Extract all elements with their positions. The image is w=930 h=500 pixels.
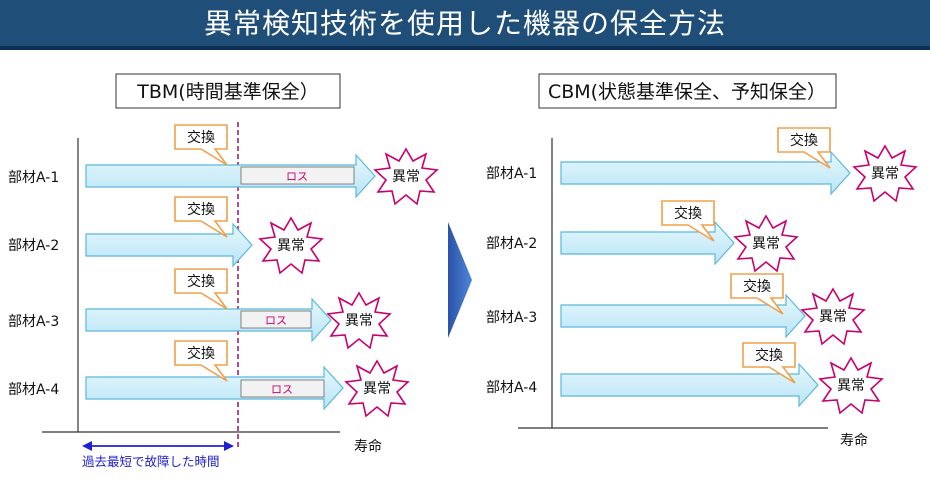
tbm-row-3-label: 部材A-3: [8, 314, 59, 330]
tbm-row-4-exchange-callout: 交換: [174, 340, 228, 382]
tbm-heading: TBM(時間基準保全）: [136, 81, 318, 103]
cbm-heading-box: [538, 73, 837, 109]
tbm-row-2-arrow: [85, 222, 253, 268]
svg-text:異常: 異常: [345, 313, 373, 329]
cbm-row-4-arrow: [560, 362, 819, 408]
cbm-row-4-label: 部材A-4: [486, 380, 537, 396]
tbm-row-1-loss-box: [240, 166, 355, 185]
cbm-row-2-arrow: [560, 220, 735, 266]
tbm-row-2-anomaly-burst: 異常: [258, 216, 324, 275]
tbm-row-3-loss-box: [240, 310, 312, 329]
cbm-row-4-anomaly-burst: 異常: [818, 356, 884, 415]
cbm-row-4-exchange-callout: 交換: [742, 342, 796, 384]
cbm-row-2-exchange-callout: 交換: [661, 200, 715, 242]
svg-text:交換: 交換: [187, 129, 215, 146]
svg-text:異常: 異常: [277, 238, 305, 254]
cbm-row-3-anomaly-burst: 異常: [800, 287, 866, 346]
svg-text:異常: 異常: [392, 169, 420, 185]
svg-text:交換: 交換: [755, 347, 783, 364]
tbm-heading-box: [115, 73, 341, 109]
cbm-row-3-arrow: [560, 293, 806, 339]
tbm-row-1-loss-label: ロス: [286, 170, 308, 183]
svg-text:交換: 交換: [790, 132, 818, 149]
cbm-row-1-exchange-callout: 交換: [777, 127, 831, 169]
tbm-row-3-arrow: [85, 297, 332, 343]
page-title: 異常検知技術を使用した機器の保全方法: [0, 0, 930, 50]
svg-text:交換: 交換: [674, 205, 702, 222]
cbm-panel: CBM(状態基準保全、予知保全） 寿命 部材A-1 交換 異常 部材A-2 交換…: [486, 73, 918, 449]
svg-text:交換: 交換: [187, 273, 215, 290]
cbm-heading: CBM(状態基準保全、予知保全）: [548, 81, 826, 103]
cbm-row-3-label: 部材A-3: [486, 310, 537, 326]
tbm-row-1-anomaly-burst: 異常: [373, 147, 439, 206]
tbm-interval-label: 過去最短で故障した時間: [82, 454, 220, 469]
cbm-row-2-label: 部材A-2: [486, 236, 537, 252]
tbm-row-1-label: 部材A-1: [8, 170, 59, 186]
svg-text:交換: 交換: [743, 278, 771, 295]
tbm-row-3-loss-label: ロス: [265, 314, 287, 327]
svg-text:交換: 交換: [187, 345, 215, 362]
tbm-axis-label: 寿命: [354, 438, 382, 455]
cbm-row-1-label: 部材A-1: [486, 166, 537, 182]
tbm-interval-arrow-left-head: [82, 441, 92, 451]
cbm-row-2-anomaly-burst: 異常: [733, 214, 799, 273]
svg-text:異常: 異常: [363, 381, 391, 397]
svg-text:異常: 異常: [837, 378, 865, 394]
tbm-panel: TBM(時間基準保全） 寿命 過去最短で故障した時間 部材A-1 ロス 交換 異…: [8, 73, 439, 469]
cbm-row-3-exchange-callout: 交換: [730, 273, 784, 315]
tbm-row-1-exchange-callout: 交換: [174, 124, 228, 166]
svg-text:交換: 交換: [187, 201, 215, 218]
svg-text:異常: 異常: [871, 166, 899, 182]
tbm-row-4-loss-box: [240, 379, 325, 398]
tbm-row-4-label: 部材A-4: [8, 382, 59, 398]
tbm-row-2-exchange-callout: 交換: [174, 196, 228, 238]
tbm-interval-arrow-right-head: [224, 441, 234, 451]
cbm-axis-label: 寿命: [840, 432, 868, 449]
tbm-row-2-label: 部材A-2: [8, 238, 59, 254]
tbm-row-4-arrow: [85, 365, 344, 411]
tbm-row-1-arrow: [85, 153, 376, 199]
tbm-row-4-anomaly-burst: 異常: [344, 359, 410, 418]
tbm-row-3-anomaly-burst: 異常: [326, 291, 392, 350]
svg-text:異常: 異常: [819, 309, 847, 325]
svg-text:異常: 異常: [752, 236, 780, 252]
cbm-row-1-arrow: [560, 150, 851, 196]
tbm-row-3-exchange-callout: 交換: [174, 268, 228, 310]
tbm-row-4-loss-label: ロス: [271, 383, 293, 396]
transition-arrow: [448, 222, 472, 338]
cbm-row-1-anomaly-burst: 異常: [852, 144, 918, 203]
